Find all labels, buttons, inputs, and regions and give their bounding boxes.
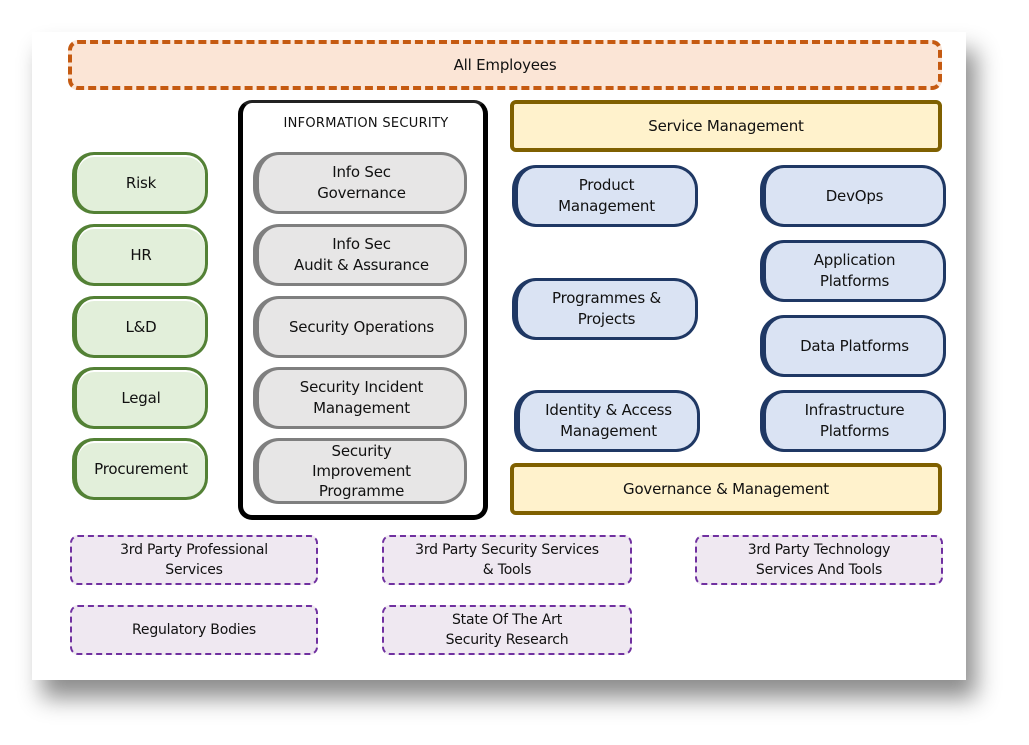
all-employees-label: All Employees: [453, 55, 557, 74]
governance-management-band: Governance & Management: [510, 463, 942, 515]
product-management: Product Management: [512, 165, 698, 227]
information-security-title: INFORMATION SECURITY: [283, 116, 449, 131]
state-of-the-art-security-research: State Of The Art Security Research: [382, 605, 632, 655]
department-hr: HR: [72, 224, 208, 286]
infosec-function-label: Security Incident Management: [299, 378, 424, 417]
infosec-audit-assurance: Info Sec Audit & Assurance: [253, 224, 467, 286]
third-party-security-services-tools: 3rd Party Security Services & Tools: [382, 535, 632, 585]
third-party-label: 3rd Party Professional Services: [120, 542, 268, 578]
department-risk: Risk: [72, 152, 208, 214]
infrastructure-platforms: Infrastructure Platforms: [760, 390, 946, 452]
service-label: DevOps: [825, 186, 884, 205]
service-management-band: Service Management: [510, 100, 942, 152]
service-label: Identity & Access Management: [545, 401, 672, 440]
department-label: Procurement: [94, 459, 188, 478]
identity-access-management: Identity & Access Management: [514, 390, 700, 452]
infosec-function-label: Info Sec Governance: [317, 163, 406, 202]
third-party-professional-services: 3rd Party Professional Services: [70, 535, 318, 585]
third-party-label: 3rd Party Technology Services And Tools: [747, 542, 891, 578]
regulatory-bodies: Regulatory Bodies: [70, 605, 318, 655]
department-label: L&D: [125, 317, 157, 336]
service-label: Programmes & Projects: [551, 289, 661, 328]
department-label: HR: [130, 245, 152, 264]
infosec-governance: Info Sec Governance: [253, 152, 467, 214]
infosec-function-label: Security Improvement Programme: [312, 442, 411, 500]
application-platforms: Application Platforms: [760, 240, 946, 302]
security-operations: Security Operations: [253, 296, 467, 358]
department-procurement: Procurement: [72, 438, 208, 500]
department-label: Legal: [121, 388, 161, 407]
data-platforms: Data Platforms: [760, 315, 946, 377]
department-l-and-d: L&D: [72, 296, 208, 358]
service-label: Application Platforms: [813, 251, 896, 290]
governance-management-label: Governance & Management: [623, 479, 829, 498]
information-security-group: [238, 100, 488, 520]
security-incident-management: Security Incident Management: [253, 367, 467, 429]
service-label: Data Platforms: [800, 336, 909, 355]
infosec-function-label: Security Operations: [288, 317, 435, 336]
devops: DevOps: [760, 165, 946, 227]
infosec-function-label: Info Sec Audit & Assurance: [294, 235, 429, 274]
department-label: Risk: [125, 173, 157, 192]
programmes-projects: Programmes & Projects: [512, 278, 698, 340]
third-party-technology-services-tools: 3rd Party Technology Services And Tools: [695, 535, 943, 585]
third-party-label: Regulatory Bodies: [132, 622, 256, 638]
security-improvement-programme: Security Improvement Programme: [253, 438, 467, 504]
department-legal: Legal: [72, 367, 208, 429]
service-label: Infrastructure Platforms: [804, 401, 905, 440]
third-party-label: 3rd Party Security Services & Tools: [415, 542, 599, 578]
service-label: Product Management: [558, 176, 655, 215]
third-party-label: State Of The Art Security Research: [445, 612, 569, 648]
all-employees-band: All Employees: [68, 40, 942, 90]
service-management-label: Service Management: [648, 116, 804, 135]
